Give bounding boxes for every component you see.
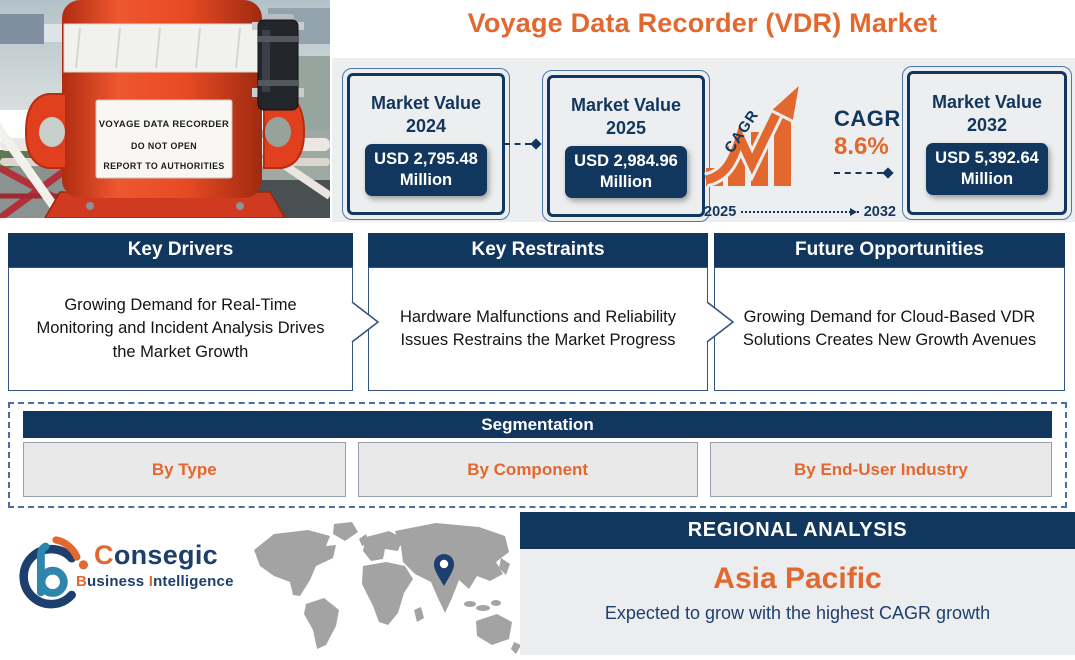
market-value-usd: USD 2,795.48 <box>374 150 478 169</box>
key-restraints-header: Key Restraints <box>368 233 708 267</box>
location-pin-icon <box>434 554 454 586</box>
brand-tagline: Business Intelligence <box>76 573 234 590</box>
world-map <box>254 522 521 654</box>
market-value-label: Market Value <box>570 95 682 116</box>
page-title: Voyage Data Recorder (VDR) Market <box>467 8 938 38</box>
cagr-start-year: 2025 <box>704 204 737 220</box>
key-drivers-body: Growing Demand for Real-Time Monitoring … <box>8 267 353 391</box>
diamond-arrowhead-icon <box>882 167 894 179</box>
capsule-release-bracket <box>252 14 304 111</box>
segmentation-row: By Type By Component By End-User Industr… <box>23 442 1053 497</box>
market-value-card-2032: Market Value 2032 USD 5,392.64 Million <box>902 66 1072 220</box>
future-opportunities-header: Future Opportunities <box>714 233 1065 267</box>
market-value-usd: USD 5,392.64 <box>935 149 1039 168</box>
market-value-label: Market Value <box>931 92 1043 113</box>
segmentation-header: Segmentation <box>23 411 1052 438</box>
key-restraints-body: Hardware Malfunctions and Reliability Is… <box>368 267 708 391</box>
region-name: Asia Pacific <box>713 562 882 595</box>
cagr-block: CAGR CAGR 8.6% 2025 2032 <box>703 77 902 220</box>
cagr-label: CAGR <box>834 106 901 131</box>
regional-analysis-header: REGIONAL ANALYSIS <box>520 512 1075 549</box>
label-line-3: REPORT TO AUTHORITIES <box>103 161 224 171</box>
dashed-arrow-connector <box>834 167 894 179</box>
cagr-end-year: 2032 <box>863 204 896 220</box>
market-value-unit: Million <box>599 173 653 191</box>
label-line-1: VOYAGE DATA RECORDER <box>99 118 229 129</box>
region-subtitle: Expected to grow with the highest CAGR g… <box>604 603 991 623</box>
chevron-right-pointer-icon <box>706 301 735 343</box>
cagr-year-range: 2025 2032 <box>704 204 896 220</box>
dashed-arrow-connector <box>504 138 542 150</box>
market-value-usd: USD 2,984.96 <box>574 152 678 171</box>
key-drivers-header: Key Drivers <box>8 233 353 267</box>
segmentation-section: Segmentation By Type By Component By End… <box>8 402 1067 508</box>
dotted-arrow-icon <box>741 208 859 216</box>
capsule-warning-label: VOYAGE DATA RECORDER DO NOT OPEN REPORT … <box>95 99 233 179</box>
diamond-arrowhead-icon <box>530 138 542 150</box>
market-value-band: Market Value 2024 USD 2,795.48 Million M… <box>332 58 1075 222</box>
market-value-unit: Million <box>960 170 1014 188</box>
cagr-growth-arrow-icon: CAGR <box>703 77 804 188</box>
vdr-capsule: VOYAGE DATA RECORDER DO NOT OPEN REPORT … <box>24 0 306 218</box>
segment-by-component: By Component <box>357 442 698 497</box>
consegic-logo-icon <box>19 536 89 609</box>
market-value-amount: USD 5,392.64 Million <box>926 143 1048 195</box>
market-value-amount: USD 2,984.96 Million <box>565 146 687 198</box>
market-value-unit: Million <box>399 171 453 189</box>
brand-name: Consegic <box>94 540 218 570</box>
regional-analysis-body: Asia Pacific Expected to grow with the h… <box>520 549 1075 655</box>
market-value-amount: USD 2,795.48 Million <box>365 144 487 196</box>
segment-by-end-user-industry: By End-User Industry <box>709 442 1053 497</box>
segment-by-type: By Type <box>23 442 346 497</box>
market-value-title: Market Value 2025 <box>571 94 681 139</box>
market-value-title: Market Value 2024 <box>371 92 481 137</box>
market-value-card-2024: Market Value 2024 USD 2,795.48 Million <box>342 68 510 220</box>
market-value-year: 2025 <box>605 117 647 138</box>
label-line-2: DO NOT OPEN <box>131 141 197 151</box>
chevron-right-pointer-icon <box>351 301 380 343</box>
future-opportunities-body: Growing Demand for Cloud-Based VDR Solut… <box>714 267 1065 391</box>
cagr-value: 8.6% <box>834 133 889 160</box>
market-value-card-2025: Market Value 2025 USD 2,984.96 Million <box>542 70 710 222</box>
market-value-title: Market Value 2032 <box>932 91 1042 136</box>
market-value-year: 2024 <box>405 115 447 136</box>
market-value-year: 2032 <box>966 114 1008 135</box>
market-value-label: Market Value <box>370 93 482 114</box>
vdr-capsule-photo: VOYAGE DATA RECORDER DO NOT OPEN REPORT … <box>0 0 330 218</box>
consegic-logo-text: Consegic Business Intelligence <box>76 540 251 590</box>
